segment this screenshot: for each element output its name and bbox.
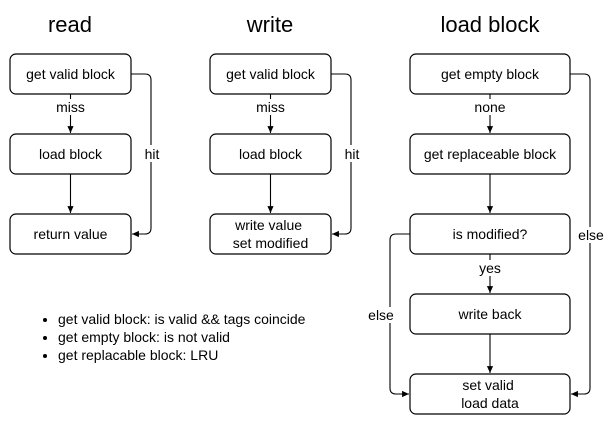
write-back-label: write back	[457, 306, 522, 322]
read-hit-label: hit	[145, 146, 160, 162]
note-get-replacable-block: get replacable block: LRU	[58, 346, 305, 364]
set-valid-box	[409, 373, 571, 415]
read-return-value-label: return value	[34, 226, 108, 242]
write-get-valid-block-label: get valid block	[226, 66, 316, 82]
get-replaceable-block-label: get replaceable block	[424, 146, 557, 162]
read-load-block-label: load block	[39, 146, 103, 162]
write-value-label: write value set modified	[233, 217, 308, 251]
read-title: read	[48, 12, 92, 37]
else-left-label: else	[368, 307, 394, 323]
definitions-list: get valid block: is valid && tags coinci…	[40, 310, 305, 364]
yes-label: yes	[479, 260, 501, 276]
read-get-valid-block-label: get valid block	[26, 66, 116, 82]
set-valid-line-1: set valid	[462, 377, 513, 393]
is-modified-label: is modified?	[453, 226, 528, 242]
load-block-title: load block	[440, 12, 540, 37]
note-get-empty-block: get empty block: is not valid	[58, 328, 305, 346]
write-title: write	[246, 12, 293, 37]
get-empty-block-label: get empty block	[441, 66, 540, 82]
write-miss-label: miss	[256, 99, 285, 115]
write-value-line-2: set modified	[233, 235, 308, 251]
write-load-block-label: load block	[239, 146, 303, 162]
set-valid-label: set valid load data	[461, 377, 519, 411]
write-value-box	[209, 213, 332, 255]
write-hit-label: hit	[345, 146, 360, 162]
read-return-value-box	[9, 213, 132, 255]
set-valid-line-2: load data	[461, 395, 519, 411]
write-value-line-1: write value	[234, 217, 302, 233]
none-label: none	[474, 99, 505, 115]
read-miss-label: miss	[56, 99, 85, 115]
note-get-valid-block: get valid block: is valid && tags coinci…	[58, 310, 305, 328]
else-right-label: else	[578, 227, 604, 243]
